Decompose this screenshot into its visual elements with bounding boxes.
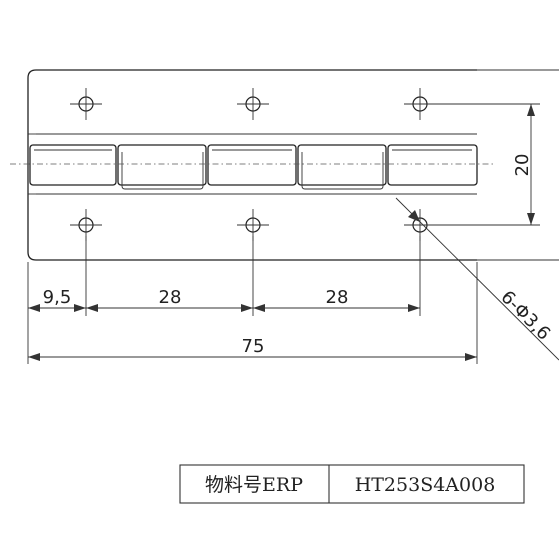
dimension-overall-length: 75 (28, 336, 477, 361)
dimension-text-hole-spacing: 20 (512, 154, 533, 177)
hole-callout-text: 6-Φ3,6 (496, 287, 554, 345)
dimension-overall-width: 2 (477, 69, 559, 261)
dimension-text-overall-length: 75 (242, 336, 265, 357)
knuckle-4 (297, 144, 387, 186)
hinge-outline (27, 69, 477, 261)
dimension-text-overall-width: 2 (555, 139, 559, 150)
hole-top-middle (237, 88, 269, 120)
dimension-text-edge-offset: 9,5 (43, 287, 72, 308)
title-block: 物料号ERP HT253S4A008 (179, 464, 525, 504)
knuckle-1 (29, 144, 117, 186)
hole-bottom-middle (237, 209, 269, 241)
knuckle-3 (207, 144, 297, 186)
dimension-chain: 9,5 28 28 (28, 287, 420, 312)
knuckle-5 (387, 144, 478, 186)
dimension-extension-lines (27, 236, 478, 364)
hinge-knuckles (29, 144, 478, 190)
hole-bottom-left (70, 209, 102, 241)
hole-callout: 6-Φ3,6 (395, 197, 559, 361)
dimension-text-pitch-left: 28 (159, 287, 182, 308)
hole-top-left (70, 88, 102, 120)
dimension-text-pitch-right: 28 (326, 287, 349, 308)
title-block-value: HT253S4A008 (355, 474, 496, 496)
dimension-hole-spacing: 20 (430, 103, 540, 226)
title-block-label: 物料号ERP (205, 474, 303, 496)
knuckle-2 (117, 144, 207, 186)
mounting-holes (70, 88, 436, 241)
